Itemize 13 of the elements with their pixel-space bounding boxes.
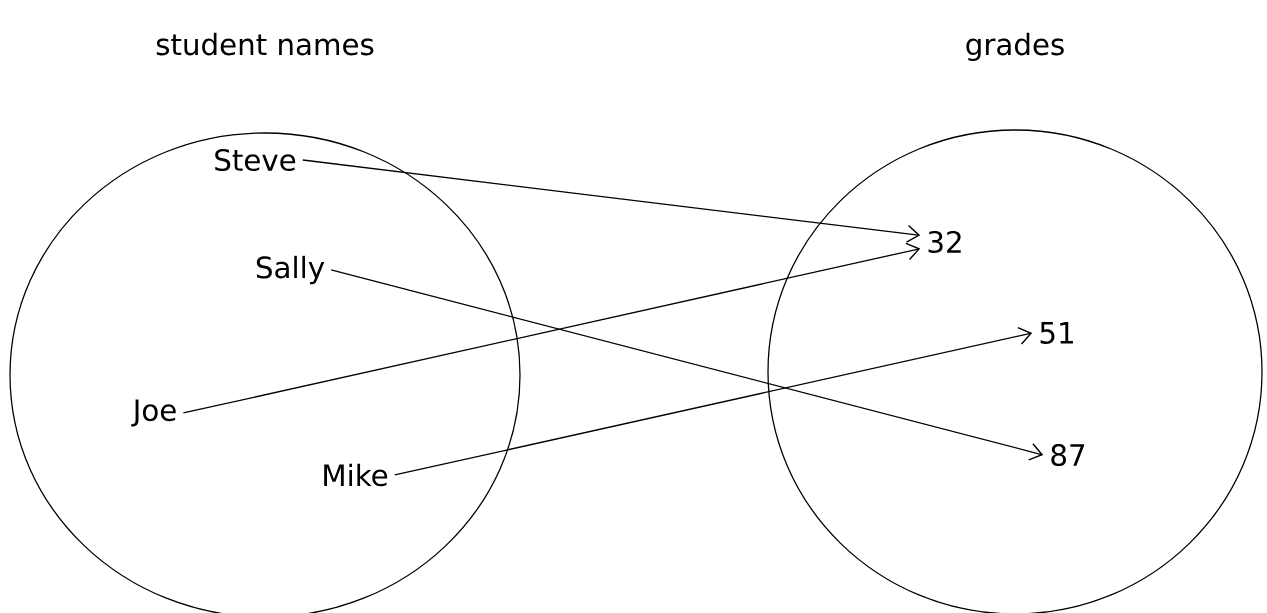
element-label: Steve: [215, 148, 296, 172]
element-label: Sally: [256, 255, 325, 285]
element-label: 51: [1040, 322, 1073, 344]
set-title: student names: [156, 32, 374, 56]
element-label: 32: [928, 230, 961, 254]
element-label: 87: [1051, 443, 1085, 467]
arrow: [330, 269, 1044, 461]
element-label: Joe: [131, 399, 176, 427]
arrow: [394, 326, 1033, 476]
arrow: [302, 159, 921, 243]
set-title: grades: [966, 32, 1064, 62]
element-label: Mike: [324, 463, 388, 487]
arrow: [182, 242, 921, 414]
